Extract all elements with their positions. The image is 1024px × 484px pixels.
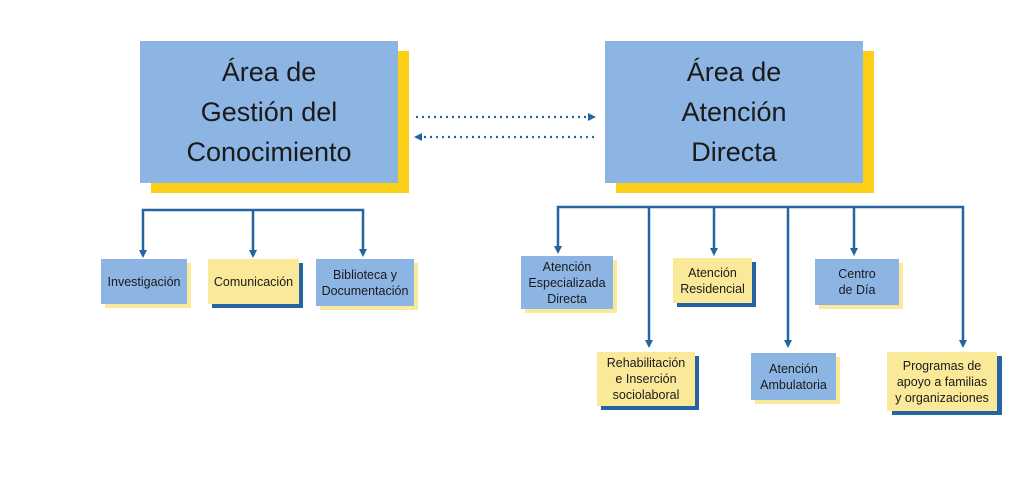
rehab-box: Rehabilitación e Inserción sociolaboral — [597, 352, 699, 410]
library-label: Biblioteca y Documentación — [321, 267, 409, 298]
family-programs-label: Programas de apoyo a familias y organiza… — [895, 358, 989, 405]
direct-area-box: Área de Atención Directa — [605, 41, 874, 193]
outpatient-label: Atención Ambulatoria — [760, 361, 827, 392]
research-box: Investigación — [101, 259, 191, 308]
day-center-label: Centro de Día — [838, 267, 876, 297]
specialized-care-label: Atención Especializada Directa — [528, 259, 606, 306]
knowledge-connector — [139, 208, 367, 258]
communication-box: Comunicación — [208, 259, 303, 308]
family-programs-box: Programas de apoyo a familias y organiza… — [887, 352, 1002, 415]
day-center-box: Centro de Día — [815, 259, 903, 309]
outpatient-box: Atención Ambulatoria — [751, 353, 840, 404]
research-label: Investigación — [107, 274, 181, 289]
library-box: Biblioteca y Documentación — [316, 259, 418, 310]
direct-connector — [554, 205, 967, 348]
communication-label: Comunicación — [213, 274, 294, 289]
knowledge-area-box: Área de Gestión del Conocimiento — [140, 41, 409, 193]
specialized-care-box: Atención Especializada Directa — [521, 256, 617, 313]
residential-care-label: Atención Residencial — [680, 265, 745, 296]
residential-care-box: Atención Residencial — [673, 258, 756, 307]
knowledge-area-label: Área de Gestión del Conocimiento — [186, 57, 352, 167]
rehab-label: Rehabilitación e Inserción sociolaboral — [606, 356, 686, 402]
direct-area-label: Área de Atención Directa — [681, 57, 787, 167]
